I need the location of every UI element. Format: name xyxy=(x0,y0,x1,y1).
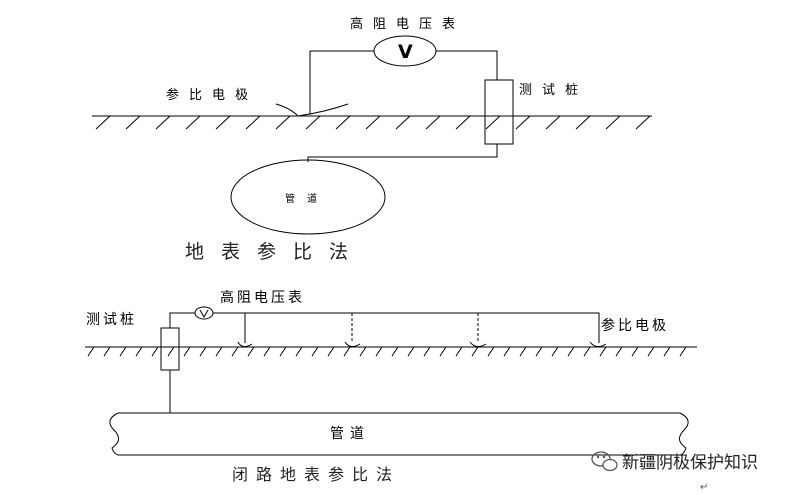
watermark-text: 新疆阴极保护知识 xyxy=(622,453,758,473)
hatch-mark xyxy=(485,115,501,130)
bottom-method-title: 闭路地表参比法 xyxy=(232,465,400,484)
hatch-mark xyxy=(279,346,287,357)
top-test-post-label: 测试桩 xyxy=(519,83,588,98)
hatch-mark xyxy=(375,346,383,357)
hatch-mark xyxy=(515,115,531,130)
bottom-reference-electrode-label: 参比电极 xyxy=(601,317,669,334)
hatch-mark xyxy=(167,346,175,357)
hatch-mark xyxy=(631,346,639,357)
bottom-reference-electrodes xyxy=(237,313,607,348)
hatch-mark xyxy=(183,346,191,357)
hatch-mark xyxy=(455,115,471,130)
hatch-mark xyxy=(599,346,607,357)
hatch-mark xyxy=(647,346,655,357)
hatch-mark xyxy=(327,346,335,357)
hatch-mark xyxy=(583,346,591,357)
hatch-mark xyxy=(343,346,351,357)
hatch-mark xyxy=(567,346,575,357)
hatch-mark xyxy=(679,346,687,357)
hatch-mark xyxy=(551,346,559,357)
hatch-mark xyxy=(503,346,511,357)
hatch-mark xyxy=(425,115,441,130)
top-reference-electrode-label: 参比电极 xyxy=(166,87,258,103)
top-voltmeter-label: 高阻电压表 xyxy=(350,16,465,32)
hatch-mark xyxy=(615,346,623,357)
top-reference-electrode xyxy=(275,103,349,117)
hatch-mark xyxy=(151,346,159,357)
electrode-tip-4 xyxy=(589,341,607,348)
electrode-tip-2 xyxy=(344,341,361,348)
hatch-mark xyxy=(263,346,271,357)
top-wire-right xyxy=(436,50,498,80)
hatch-mark xyxy=(185,115,201,130)
top-voltmeter-symbol: V xyxy=(398,41,413,63)
hatch-mark xyxy=(231,346,239,357)
hatch-mark xyxy=(455,346,463,357)
return-mark: ↵ xyxy=(700,482,708,493)
hatch-mark xyxy=(245,115,261,130)
watermark: 新疆阴极保护知识 ↵ xyxy=(591,451,758,493)
hatch-mark xyxy=(471,346,479,357)
hatch-mark xyxy=(335,115,351,130)
hatch-mark xyxy=(575,115,591,130)
hatch-mark xyxy=(215,346,223,357)
hatch-mark xyxy=(519,346,527,357)
hatch-mark xyxy=(487,346,495,357)
hatch-mark xyxy=(439,346,447,357)
bottom-voltmeter-symbol xyxy=(199,309,209,319)
hatch-mark xyxy=(365,115,381,130)
top-wire-left xyxy=(309,50,374,114)
bottom-test-post xyxy=(160,327,180,371)
hatch-mark xyxy=(535,346,543,357)
top-method-title: 地表参比法 xyxy=(185,241,365,263)
hatch-mark xyxy=(247,346,255,357)
hatch-mark xyxy=(215,115,231,130)
hatch-mark xyxy=(155,115,171,130)
bottom-wire-left xyxy=(169,312,195,328)
top-pipe-label: 管道 xyxy=(285,192,329,205)
hatch-mark xyxy=(359,346,367,357)
hatch-mark xyxy=(87,346,95,357)
hatch-mark xyxy=(407,346,415,357)
top-pipe xyxy=(230,159,386,235)
hatch-mark xyxy=(311,346,319,357)
bottom-pipe-label: 管道 xyxy=(330,426,370,442)
hatch-mark xyxy=(635,115,651,130)
electrode-tip-3 xyxy=(469,341,487,348)
hatch-mark xyxy=(305,115,321,130)
electrode-tip-1 xyxy=(237,341,253,348)
hatch-mark xyxy=(135,346,143,357)
hatch-mark xyxy=(125,115,141,130)
hatch-mark xyxy=(663,346,671,357)
hatch-mark xyxy=(395,115,411,130)
bottom-pipe xyxy=(109,412,689,456)
top-test-post xyxy=(484,79,514,145)
bottom-wire-right xyxy=(213,312,600,343)
bottom-diagram: 高阻电压表 测试桩 参比电极 管道 闭路地表参比法 xyxy=(85,289,697,484)
hatch-mark xyxy=(119,346,127,357)
hatch-mark xyxy=(103,346,111,357)
hatch-mark xyxy=(275,115,291,130)
hatch-mark xyxy=(199,346,207,357)
hatch-mark xyxy=(391,346,399,357)
bottom-voltmeter-label: 高阻电压表 xyxy=(220,289,305,306)
hatch-mark xyxy=(295,346,303,357)
hatch-mark xyxy=(605,115,621,130)
top-diagram: V 高阻电压表 参比电极 测试桩 管道 地表参比法 xyxy=(92,16,652,263)
hatch-mark xyxy=(95,115,111,130)
top-wire-pipe xyxy=(307,144,498,162)
wechat-icon xyxy=(591,451,618,472)
bottom-test-post-label: 测试桩 xyxy=(86,311,137,328)
top-ground-hatch xyxy=(95,115,651,130)
hatch-mark xyxy=(545,115,561,130)
bottom-ground-hatch xyxy=(87,346,687,357)
hatch-mark xyxy=(423,346,431,357)
